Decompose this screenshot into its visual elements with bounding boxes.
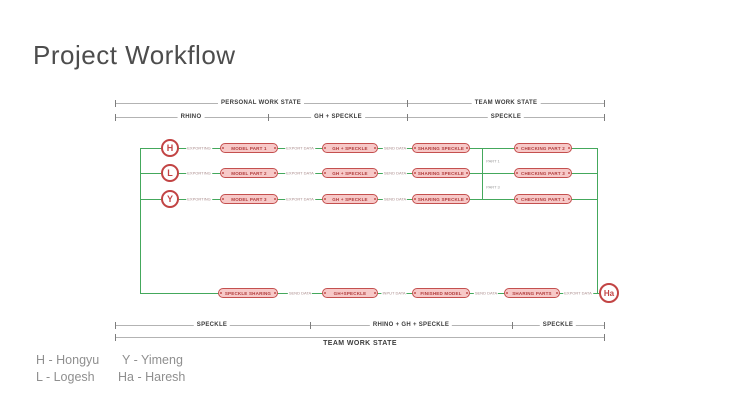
workflow-box: MODEL PART 3 bbox=[220, 194, 278, 204]
workflow-box: MODEL PART 2 bbox=[220, 168, 278, 178]
workflow-box: SPECKLE SHARING bbox=[218, 288, 278, 298]
workflow-box: GH + SPECKLE bbox=[322, 194, 378, 204]
dim-tick bbox=[115, 322, 116, 329]
workflow-node-ha: Ha bbox=[599, 283, 619, 303]
workflow-box: FINISHED MODEL bbox=[412, 288, 470, 298]
dim-tick bbox=[407, 100, 408, 107]
dim-label-personal-work-state: PERSONAL WORK STATE bbox=[217, 100, 305, 106]
workflow-box: GH + SPECKLE bbox=[322, 143, 378, 153]
connector-label: INPUT DATA bbox=[381, 290, 407, 296]
part-label: PART 1 bbox=[485, 158, 501, 164]
dim-tick bbox=[512, 322, 513, 329]
green-connector-left-vertical bbox=[140, 148, 141, 294]
dim-tick bbox=[115, 334, 116, 341]
workflow-box: SHARING SPECKLE bbox=[412, 143, 470, 153]
page-title: Project Workflow bbox=[33, 40, 236, 70]
dim-label-team-work-state-top: TEAM WORK STATE bbox=[471, 100, 541, 106]
dim-label-rhino-gh-speckle: RHINO + GH + SPECKLE bbox=[369, 322, 453, 328]
legend-item-logesh: L - Logesh bbox=[36, 370, 95, 384]
connector-label: SEND DATA bbox=[382, 170, 408, 176]
connector-label: SEND DATA bbox=[473, 290, 499, 296]
workflow-box: GH + SPECKLE bbox=[322, 168, 378, 178]
legend-item-hongyu: H - Hongyu bbox=[36, 353, 100, 367]
workflow-box: MODEL PART 1 bbox=[220, 143, 278, 153]
dim-tick bbox=[310, 322, 311, 329]
workflow-node-l: L bbox=[161, 164, 179, 182]
connector-label: EXPORTING bbox=[186, 170, 212, 176]
workflow-box: GH+SPECKLE bbox=[322, 288, 378, 298]
dim-line-bottom-2 bbox=[115, 337, 604, 338]
workflow-box: CHECKING PART 1 bbox=[514, 194, 572, 204]
dim-label-rhino: RHINO bbox=[177, 114, 205, 120]
dim-label-gh-speckle: GH + SPECKLE bbox=[311, 114, 365, 120]
dim-tick bbox=[604, 334, 605, 341]
connector-label: SEND DATA bbox=[287, 290, 313, 296]
connector-label: SEND DATA bbox=[382, 196, 408, 202]
workflow-box: CHECKING PART 3 bbox=[514, 168, 572, 178]
workflow-node-y: Y bbox=[161, 190, 179, 208]
dim-label-speckle-top: SPECKLE bbox=[487, 114, 525, 120]
dim-tick bbox=[115, 100, 116, 107]
connector-label: EXPORTING bbox=[186, 145, 212, 151]
green-connector-mid-vertical bbox=[482, 148, 483, 200]
workflow-box: SHARING SPECKLE bbox=[412, 168, 470, 178]
dim-tick bbox=[604, 100, 605, 107]
dim-tick bbox=[604, 114, 605, 121]
dim-line-bottom-1 bbox=[115, 325, 604, 326]
connector-label: EXPORTING bbox=[186, 196, 212, 202]
dim-tick bbox=[604, 322, 605, 329]
dim-line-top-1 bbox=[115, 103, 604, 104]
dim-tick bbox=[407, 114, 408, 121]
connector-label: EXPORT DATA bbox=[285, 196, 315, 202]
dim-label-speckle-bottom-right: SPECKLE bbox=[539, 322, 577, 328]
workflow-box: SHARING SPECKLE bbox=[412, 194, 470, 204]
dim-label-speckle-bottom-left: SPECKLE bbox=[193, 322, 231, 328]
dim-tick bbox=[115, 114, 116, 121]
workflow-box: CHECKING PART 2 bbox=[514, 143, 572, 153]
legend-item-yimeng: Y - Yimeng bbox=[122, 353, 183, 367]
connector-label: SEND DATA bbox=[382, 145, 408, 151]
workflow-node-h: H bbox=[161, 139, 179, 157]
dim-tick bbox=[268, 114, 269, 121]
workflow-box: SHARING PARTS bbox=[504, 288, 560, 298]
green-connector-right-vertical bbox=[597, 148, 598, 294]
legend-item-haresh: Ha - Haresh bbox=[118, 370, 186, 384]
part-label: PART 3 bbox=[485, 184, 501, 190]
connector-label: EXPORT DATA bbox=[285, 145, 315, 151]
dim-label-team-work-state-bottom: TEAM WORK STATE bbox=[323, 340, 397, 347]
connector-label: EXPORT DATA bbox=[285, 170, 315, 176]
connector-label: EXPORT DATA bbox=[563, 290, 593, 296]
